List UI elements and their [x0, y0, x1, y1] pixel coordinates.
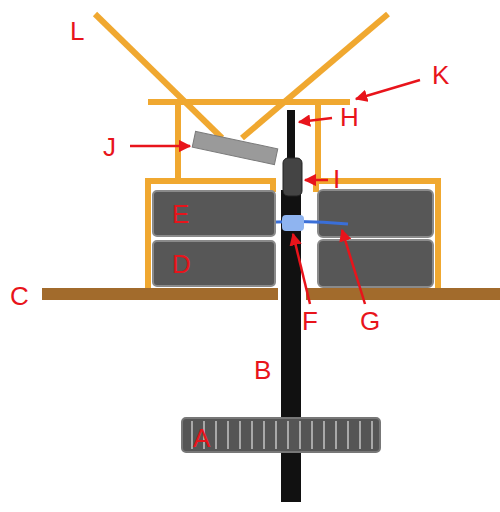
part-letter: L: [70, 18, 84, 44]
part-letter: D: [172, 251, 191, 277]
gear: [182, 418, 380, 452]
flap: [192, 131, 277, 164]
magnet-block: E: [152, 190, 276, 237]
coupling: [283, 158, 302, 196]
gear-teeth: [192, 421, 372, 449]
frame: [95, 14, 388, 180]
magnet-block: [318, 240, 433, 287]
part-letter: E: [172, 201, 189, 227]
part-letter: K: [432, 62, 449, 88]
part-letter: H: [340, 104, 359, 130]
leader-lines: [130, 80, 420, 304]
magnet-block: D: [152, 240, 276, 287]
bearing: [282, 215, 304, 231]
part-letter: A: [193, 425, 210, 451]
part-letter: J: [103, 134, 116, 160]
base-board: [42, 288, 278, 300]
part-letter: C: [10, 283, 29, 309]
shaft: [281, 190, 301, 502]
part-letter: I: [333, 166, 340, 192]
base-board: [306, 288, 500, 300]
part-letter: B: [254, 357, 271, 383]
part-letter: G: [360, 308, 380, 334]
part-letter: F: [302, 308, 318, 334]
magnet-block: [318, 190, 433, 237]
